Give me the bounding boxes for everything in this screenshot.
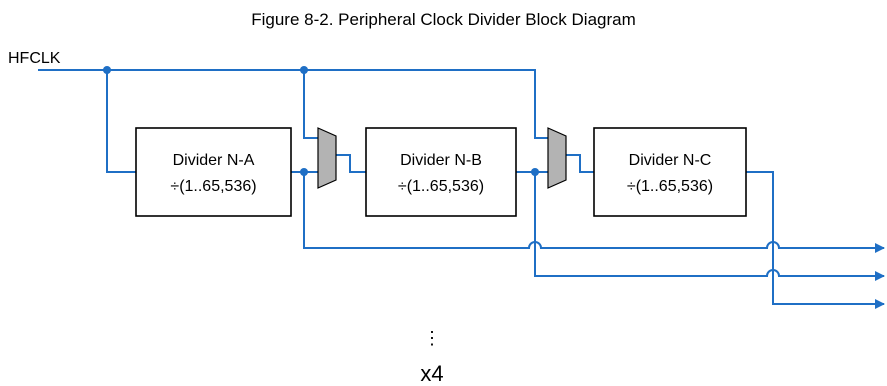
- output-line-3-wire: [746, 171, 885, 309]
- divider-block-c: Divider N-C ÷(1..65,536): [593, 127, 747, 217]
- hfclk-bus-wire: [38, 69, 548, 139]
- repeat-ellipsis: ⋮: [423, 328, 441, 348]
- junction-dot-divider-b-out: [531, 168, 539, 176]
- divider-a-name: Divider N-A: [173, 152, 255, 169]
- junction-dot-divider-a-out: [300, 168, 308, 176]
- divider-c-name: Divider N-C: [629, 152, 712, 169]
- divider-block-b: Divider N-B ÷(1..65,536): [365, 127, 517, 217]
- junction-dot-hfclk-b: [300, 66, 308, 74]
- divider-c-range: ÷(1..65,536): [627, 178, 713, 195]
- mux-2-out-wire: [566, 154, 594, 173]
- mux-2: [547, 127, 567, 189]
- divider-b-range: ÷(1..65,536): [398, 178, 484, 195]
- figure-title: Figure 8-2. Peripheral Clock Divider Blo…: [251, 10, 636, 29]
- mux-1-out-wire: [336, 154, 366, 173]
- divider-a-range: ÷(1..65,536): [170, 178, 256, 195]
- divider-b-name: Divider N-B: [400, 152, 482, 169]
- divider-block-a: Divider N-A ÷(1..65,536): [135, 127, 292, 217]
- hfclk-to-mux-1-wire: [303, 70, 318, 139]
- mux-1: [317, 127, 337, 189]
- junction-dot-hfclk-a: [103, 66, 111, 74]
- hfclk-label: HFCLK: [8, 50, 61, 67]
- hfclk-to-divider-a-wire: [106, 70, 136, 173]
- repeat-count-label: x4: [420, 361, 443, 386]
- output-line-1-wire: [303, 172, 885, 253]
